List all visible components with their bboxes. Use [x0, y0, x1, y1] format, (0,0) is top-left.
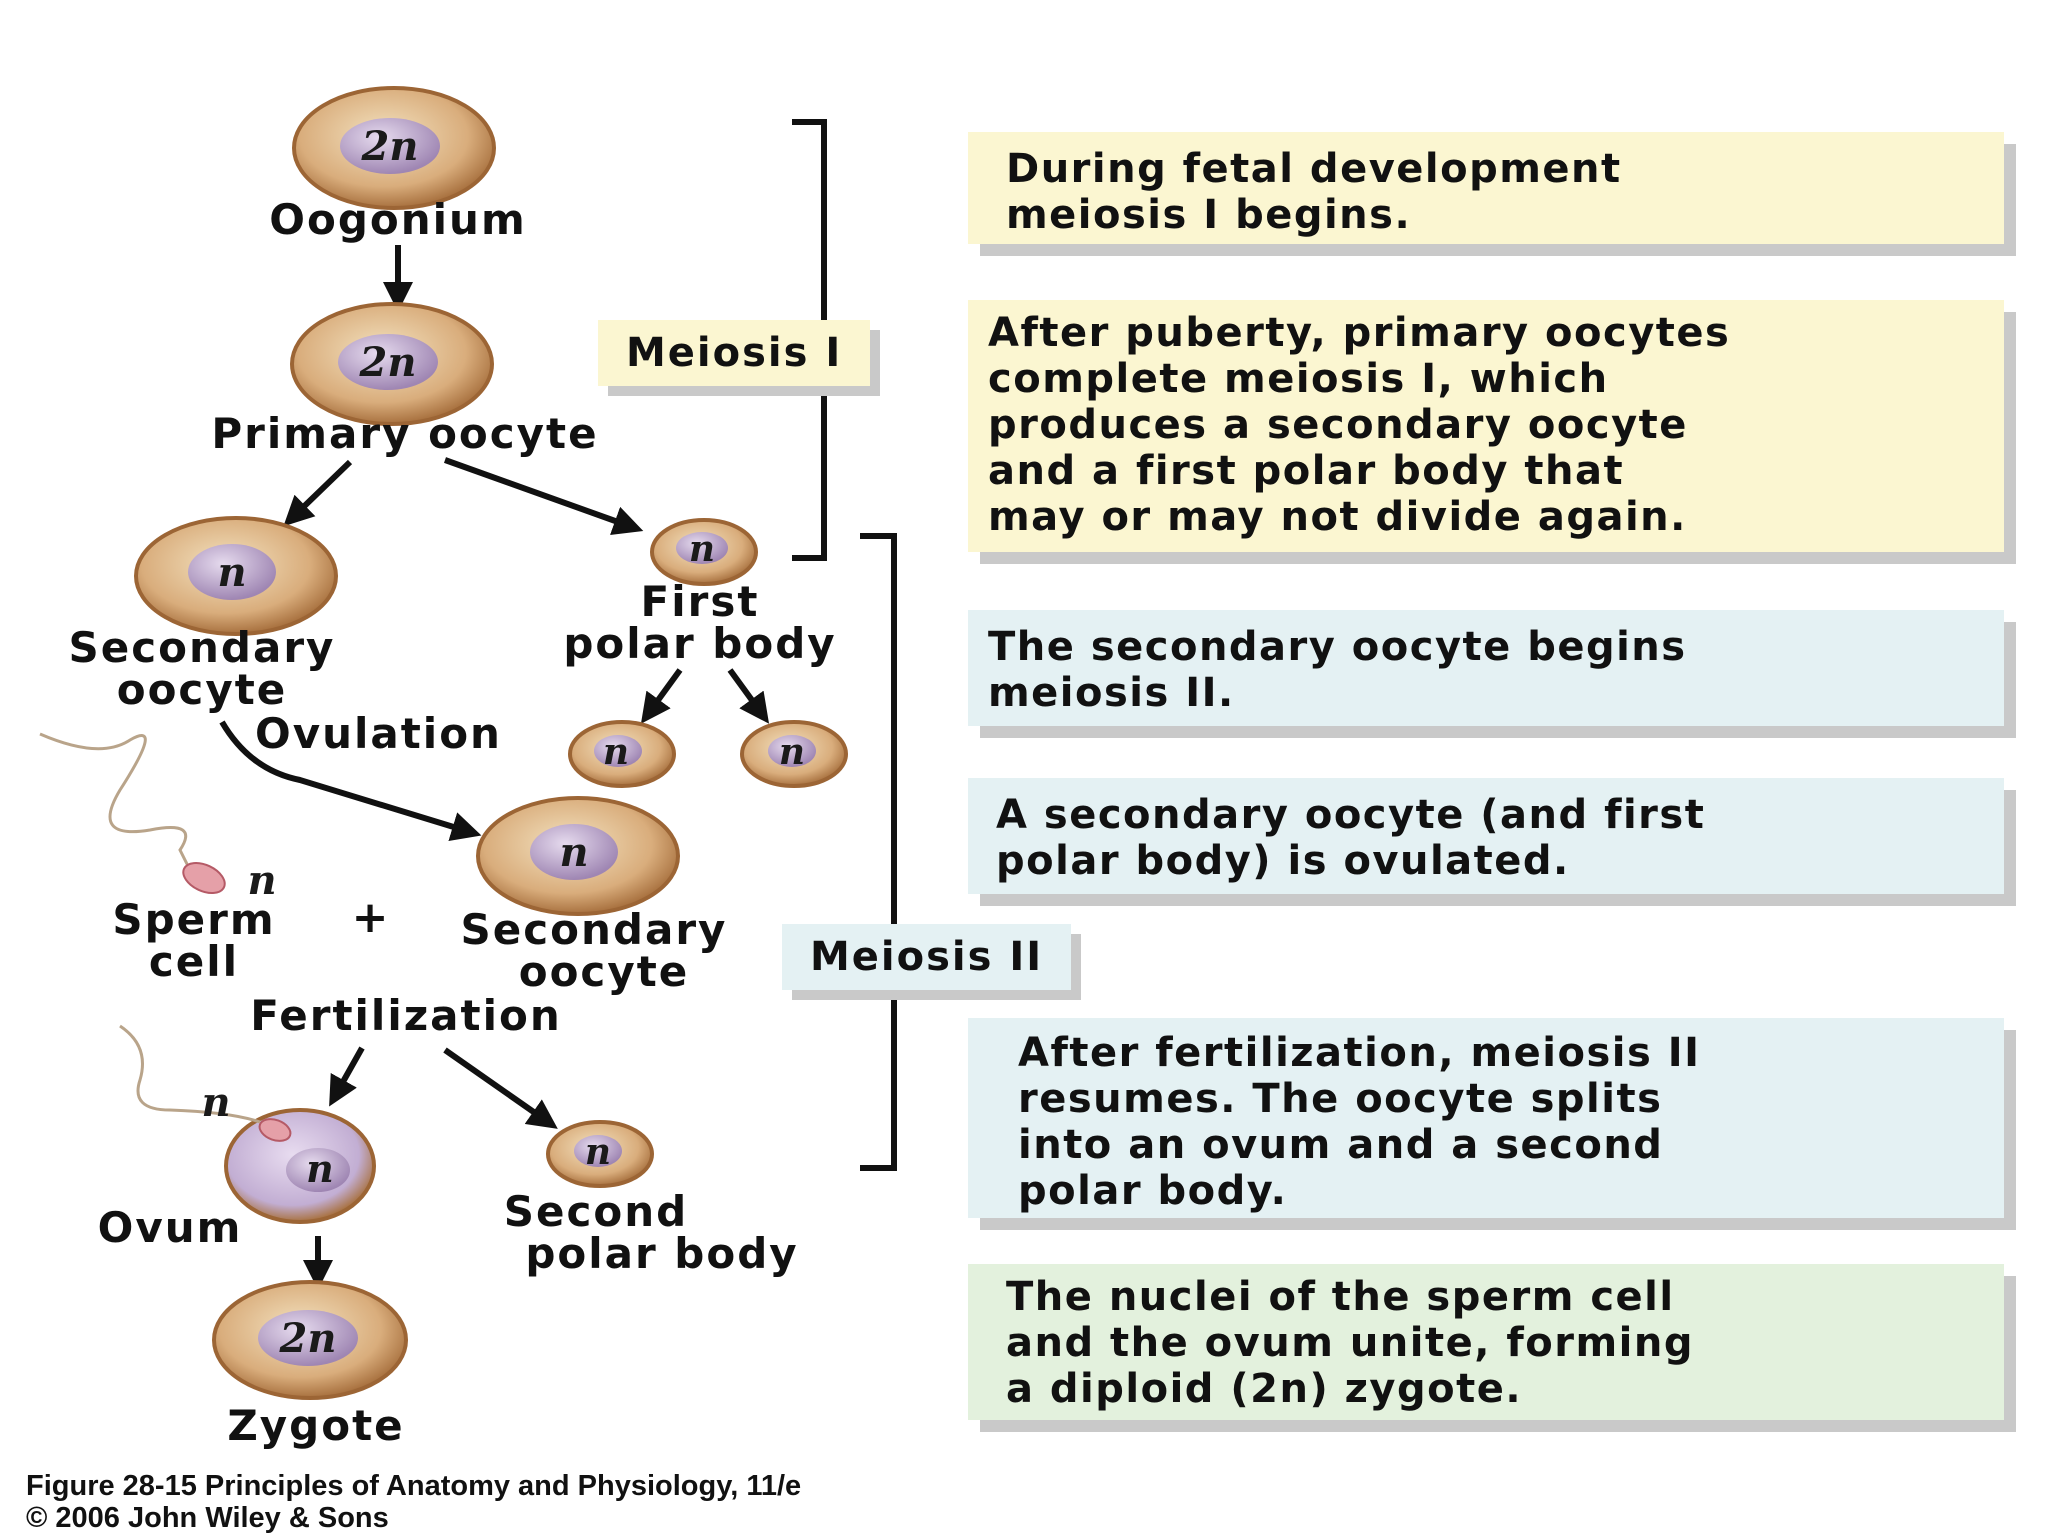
first-polar-body-label-1: First [641, 577, 760, 626]
note-line: The secondary oocyte begins [988, 624, 1687, 670]
secondary-oocyte-cell: n [134, 516, 338, 636]
note-line: meiosis I begins. [1006, 192, 1412, 238]
note-line: polar body. [1018, 1168, 1288, 1214]
secondary-oocyte-label-2: oocyte [117, 665, 288, 714]
arrow-primary-to-secondary [283, 459, 353, 527]
ovum-ploidy: n [306, 1146, 334, 1191]
note-line: The nuclei of the sperm cell [1006, 1274, 1675, 1320]
first-polar-body-ploidy: n [689, 528, 715, 570]
arrow-first-polar-to-a [640, 668, 683, 724]
meiosis2-tag: Meiosis II [782, 924, 1072, 990]
entering-sperm-ploidy: n [201, 1079, 230, 1126]
sperm-cell-image [39, 732, 226, 895]
polar-body-daughter-b-ploidy: n [779, 731, 805, 773]
oogonium-ploidy: 2n [361, 123, 419, 170]
fertilization-label: Fertilization [250, 991, 561, 1040]
note-line: a diploid (2n) zygote. [1006, 1366, 1523, 1412]
note-fetal-development: During fetal development meiosis I begin… [968, 132, 2004, 244]
ovulated-secondary-oocyte-cell: n [476, 796, 680, 916]
sperm-ploidy: n [247, 857, 276, 904]
note-after-fertilization: After fertilization, meiosis II resumes.… [968, 1018, 2004, 1218]
arrow-fertilization-to-second-polar [443, 1047, 558, 1129]
note-ovulated: A secondary oocyte (and first polar body… [968, 778, 2004, 894]
arrow-ovulation [219, 720, 482, 842]
second-polar-body-label-2: polar body [525, 1229, 798, 1278]
note-line: complete meiosis I, which [988, 356, 1609, 402]
second-polar-body-label-1: Second [504, 1187, 688, 1236]
zygote-ploidy: 2n [279, 1315, 337, 1362]
note-line: polar body) is ovulated. [996, 838, 1570, 884]
primary-oocyte-ploidy: 2n [359, 339, 417, 386]
note-zygote: The nuclei of the sperm cell and the ovu… [968, 1264, 2004, 1420]
ovulated-secondary-oocyte-ploidy: n [559, 829, 588, 876]
arrow-primary-to-first-polar [443, 457, 644, 536]
polar-body-daughter-b: n [740, 720, 848, 788]
note-line: After fertilization, meiosis II [1018, 1030, 1701, 1076]
fertilization-secondary-label-1: Secondary [461, 905, 728, 954]
meiosis1-tag: Meiosis I [598, 320, 871, 386]
arrow-fertilization-to-ovum [329, 1046, 365, 1107]
zygote-label: Zygote [227, 1401, 404, 1450]
second-polar-body-cell: n [546, 1120, 654, 1188]
plus-sign: + [352, 892, 389, 943]
copyright-line: © 2006 John Wiley & Sons [26, 1502, 389, 1534]
ovulation-label: Ovulation [255, 709, 502, 758]
ovum-label: Ovum [98, 1203, 243, 1252]
note-line: resumes. The oocyte splits [1018, 1076, 1663, 1122]
secondary-oocyte-label-1: Secondary [69, 623, 336, 672]
ovum-cell: n [119, 1024, 376, 1224]
zygote-cell: 2n [212, 1280, 408, 1400]
primary-oocyte-label: Primary oocyte [211, 409, 598, 458]
sperm-label-1: Sperm [112, 895, 275, 944]
note-line: produces a secondary oocyte [988, 402, 1688, 448]
note-secondary-begins: The secondary oocyte begins meiosis II. [968, 610, 2004, 726]
note-after-puberty: After puberty, primary oocytes complete … [968, 300, 2004, 552]
note-line: and the ovum unite, forming [1006, 1320, 1694, 1366]
note-line: into an ovum and a second [1018, 1122, 1664, 1168]
meiosis2-bracket [860, 533, 897, 1171]
figure-caption: Figure 28-15 Principles of Anatomy and P… [26, 1470, 802, 1502]
note-line: A secondary oocyte (and first [996, 792, 1706, 838]
second-polar-body-ploidy: n [585, 1131, 611, 1173]
note-line: During fetal development [1006, 146, 1622, 192]
sperm-label-2: cell [149, 937, 239, 986]
polar-body-daughter-a: n [568, 720, 676, 788]
primary-oocyte-cell: 2n [290, 302, 494, 426]
oogonium-label: Oogonium [269, 195, 526, 244]
polar-body-daughter-a-ploidy: n [603, 731, 629, 773]
note-line: and a first polar body that [988, 448, 1625, 494]
first-polar-body-cell: n [650, 518, 758, 586]
note-line: may or may not divide again. [988, 494, 1687, 540]
oogonium-cell: 2n [292, 86, 496, 210]
note-line: After puberty, primary oocytes [988, 310, 1731, 356]
first-polar-body-label-2: polar body [563, 619, 836, 668]
arrow-first-polar-to-b [727, 668, 770, 724]
fertilization-secondary-label-2: oocyte [519, 947, 690, 996]
note-line: meiosis II. [988, 670, 1235, 716]
secondary-oocyte-ploidy: n [217, 549, 246, 596]
